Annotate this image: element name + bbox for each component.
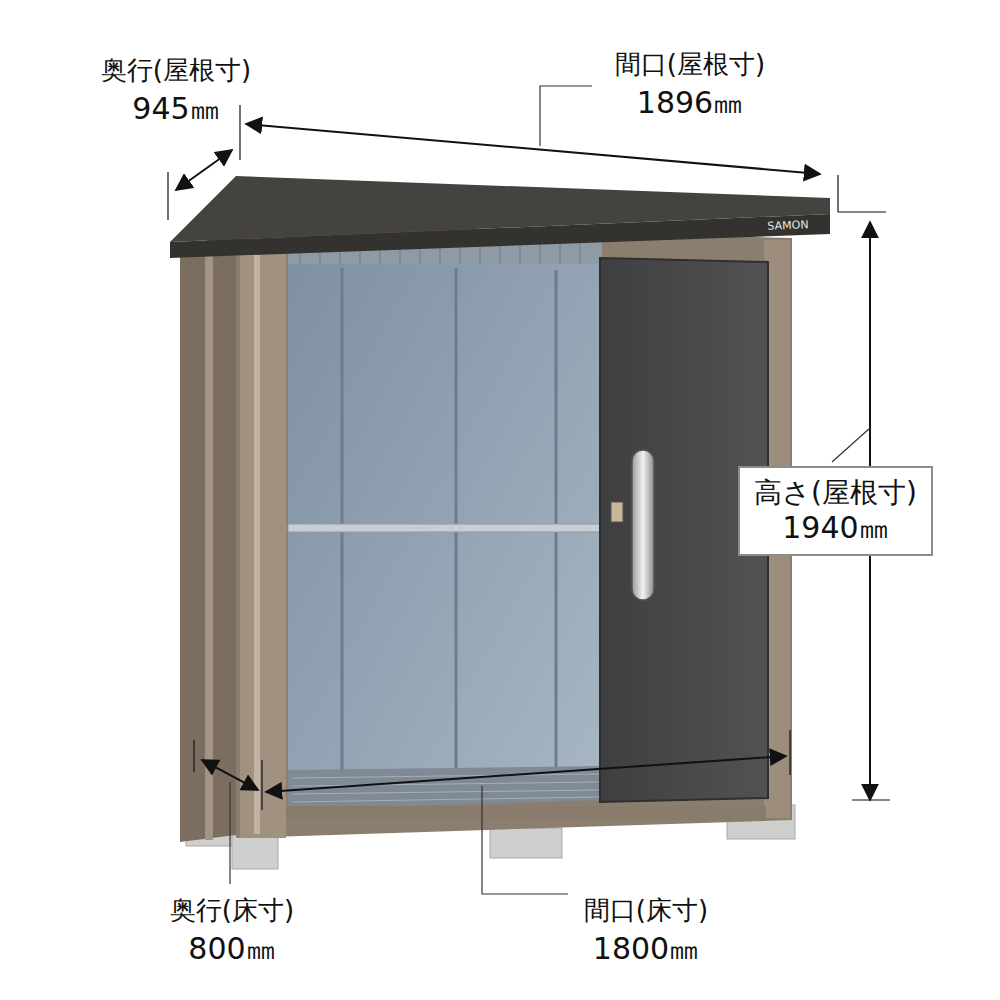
side-panel xyxy=(180,228,236,842)
dimension-caption: 奥行(床寸) xyxy=(170,896,294,925)
dimension-line xyxy=(176,124,870,800)
dimension-caption: 間口(屋根寸) xyxy=(615,50,765,79)
brand-logo: SAMON xyxy=(767,219,808,233)
dimension-caption: 高さ(屋根寸) xyxy=(754,476,917,510)
dimension-caption: 奥行(屋根寸) xyxy=(101,56,251,85)
front-post xyxy=(240,222,286,838)
dimension-value: 945㎜ xyxy=(132,92,219,125)
shed-interior xyxy=(288,238,602,808)
shelf xyxy=(288,524,602,532)
dimension-value: 1800㎜ xyxy=(593,932,699,965)
extension-line xyxy=(168,105,890,810)
door-lock xyxy=(611,502,623,522)
dimension-value: 1940㎜ xyxy=(754,510,917,546)
door-handle xyxy=(632,450,654,600)
dimension-value: 1896㎜ xyxy=(637,86,743,119)
roof-fascia xyxy=(170,214,830,258)
dimension-callout-box: 高さ(屋根寸)1940㎜ xyxy=(738,466,933,556)
dimension-caption: 間口(床寸) xyxy=(584,896,708,925)
front-frame xyxy=(236,222,792,838)
post-highlight xyxy=(254,226,260,834)
sill xyxy=(286,806,766,820)
side-post xyxy=(205,252,213,840)
dimension-value: 800㎜ xyxy=(188,932,275,965)
